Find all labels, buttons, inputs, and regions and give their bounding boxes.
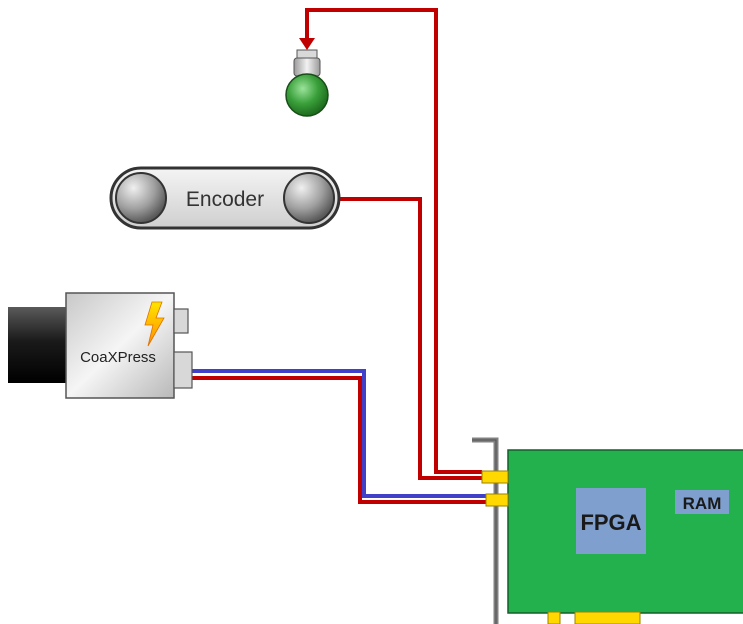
coaxpress-camera: CoaXPress bbox=[8, 292, 193, 399]
coaxpress-cable bbox=[192, 369, 486, 504]
camera-lens bbox=[8, 307, 70, 383]
ram-chip bbox=[675, 490, 729, 514]
lightning-bolt-icon bbox=[144, 301, 165, 347]
pcie-finger-2 bbox=[574, 611, 641, 624]
camera-port-top bbox=[173, 308, 189, 334]
arrow-down-icon bbox=[299, 38, 315, 50]
connector-bottom bbox=[485, 493, 509, 507]
pcie-finger-1 bbox=[547, 611, 561, 624]
connector-top bbox=[481, 470, 509, 484]
ram-label: RAM bbox=[683, 494, 722, 513]
frame-grabber-board: FPGA RAM bbox=[472, 437, 743, 624]
encoder-wheel-right bbox=[283, 172, 335, 224]
mounting-bracket bbox=[472, 437, 499, 624]
encoder-wheel-left bbox=[115, 172, 167, 224]
encoder: Encoder bbox=[109, 166, 341, 230]
light-trigger-cable bbox=[299, 8, 482, 474]
camera-port-bottom bbox=[173, 351, 193, 389]
fpga-label: FPGA bbox=[580, 510, 641, 535]
encoder-cable bbox=[334, 197, 482, 480]
encoder-label: Encoder bbox=[186, 188, 264, 211]
light-bulb bbox=[285, 49, 329, 117]
fpga-chip bbox=[576, 488, 646, 554]
camera-label: CoaXPress bbox=[80, 349, 156, 366]
